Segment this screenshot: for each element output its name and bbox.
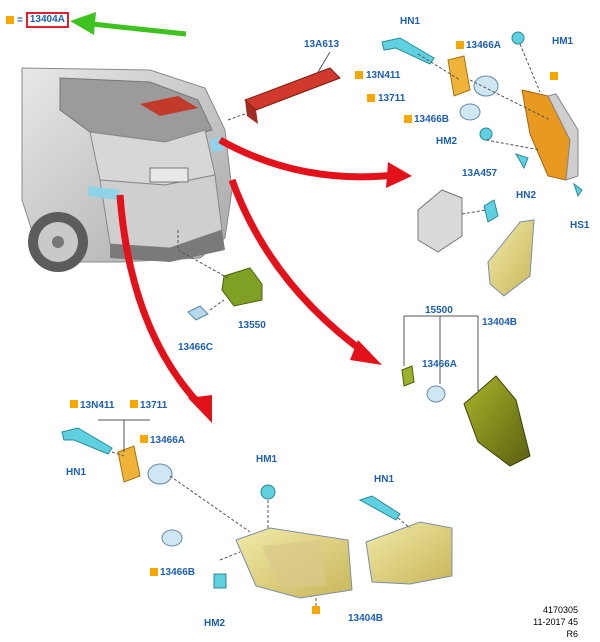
label-hm1-bot[interactable]: HM1 — [256, 454, 278, 465]
footer-date: 11-2017 45 — [533, 617, 578, 627]
green-pointer-arrow — [70, 12, 187, 37]
middle-right-lamp-group — [417, 189, 535, 297]
license-lamp-assembly — [177, 230, 263, 321]
label-15500[interactable]: 15500 — [425, 305, 453, 316]
label-hn1-bot2[interactable]: HN1 — [374, 474, 394, 485]
legend-equals: = — [17, 14, 23, 26]
legend-part-number[interactable]: 13404A — [25, 12, 69, 28]
vehicle-rear-view — [21, 67, 233, 272]
high-mount-stop-lamp — [227, 51, 341, 124]
label-13711-top[interactable]: 13711 — [378, 93, 406, 104]
label-13404b-top[interactable]: 13404B — [482, 317, 517, 328]
label-hn2[interactable]: HN2 — [516, 190, 536, 201]
label-13n411-bot[interactable]: 13N411 — [80, 400, 115, 411]
footer-rev: R6 — [566, 629, 578, 639]
label-hm2-top[interactable]: HM2 — [436, 136, 458, 147]
label-hm1-top[interactable]: HM1 — [552, 36, 574, 47]
callout-labels: HN1 HM1 13A613 13466A 13N411 13711 13466… — [66, 16, 590, 629]
label-13466a-mid[interactable]: 13466A — [422, 359, 457, 370]
label-hn1-bot[interactable]: HN1 — [66, 467, 86, 478]
legend-marker-square — [6, 16, 14, 24]
label-13550[interactable]: 13550 — [238, 320, 266, 331]
label-hm2-bot[interactable]: HM2 — [204, 618, 226, 629]
label-13a613[interactable]: 13A613 — [304, 39, 339, 50]
label-13a457[interactable]: 13A457 — [462, 168, 497, 179]
label-13711-bot[interactable]: 13711 — [140, 400, 168, 411]
legend: = 13404A — [6, 12, 69, 28]
label-13466c[interactable]: 13466C — [178, 342, 213, 353]
label-hn1-top[interactable]: HN1 — [400, 16, 420, 27]
label-13466a-bot[interactable]: 13466A — [150, 435, 185, 446]
lower-tail-lamp-group — [61, 419, 453, 614]
marker-square — [312, 606, 320, 614]
diagram-footer: 4170305 11-2017 45 R6 — [533, 604, 578, 640]
label-13466b-top[interactable]: 13466B — [414, 114, 449, 125]
reflector-assembly — [401, 315, 531, 467]
label-13466a-top[interactable]: 13466A — [466, 40, 501, 51]
upper-right-lamp-group — [381, 31, 583, 198]
label-hs1[interactable]: HS1 — [570, 220, 590, 231]
label-13404b-bot[interactable]: 13404B — [348, 613, 383, 624]
marker-squares — [70, 41, 558, 576]
label-13n411-top[interactable]: 13N411 — [366, 70, 401, 81]
footer-id: 4170305 — [542, 605, 578, 615]
label-13466b-bot[interactable]: 13466B — [160, 567, 195, 578]
red-arrows — [116, 136, 412, 423]
